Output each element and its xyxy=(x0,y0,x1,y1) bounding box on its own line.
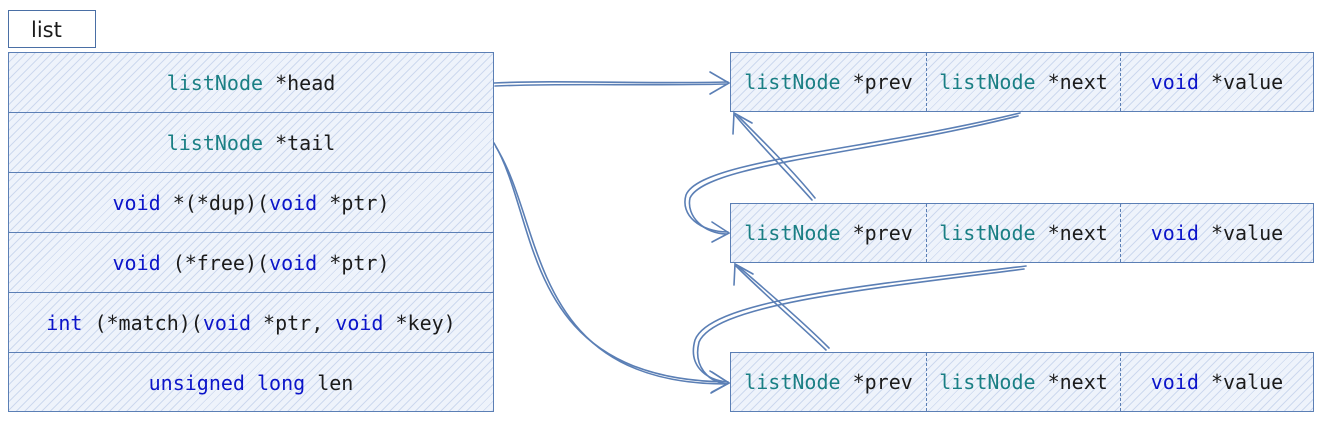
prev-pointer-arrow xyxy=(738,266,830,349)
head-arrowhead xyxy=(709,71,731,95)
node-prev-type: listNode xyxy=(744,70,841,94)
field-dup: void *(*dup)(void *ptr) xyxy=(9,173,493,233)
field-dup-part: void xyxy=(112,190,161,215)
node-prev-type: listNode xyxy=(744,370,841,394)
prev-arrowhead xyxy=(733,262,754,286)
node-value-type: void xyxy=(1150,370,1199,394)
field-head: listNode *head xyxy=(9,53,493,113)
node-prev-name: *prev xyxy=(840,70,913,94)
node-prev-type: listNode xyxy=(744,221,841,245)
node-value-name: *value xyxy=(1198,221,1284,245)
prev-pointer-arrow xyxy=(735,265,827,351)
node-next-cell: listNode *next xyxy=(927,353,1121,411)
node-prev-name: *prev xyxy=(840,370,913,394)
node-next-name: *next xyxy=(1035,221,1108,245)
node-value-type: void xyxy=(1150,70,1199,94)
field-len: unsigned long len xyxy=(9,353,493,413)
field-match-part: (*match)( xyxy=(82,310,203,335)
field-free-part: void xyxy=(269,250,318,275)
node-next-cell: listNode *next xyxy=(927,204,1121,262)
node-next-type: listNode xyxy=(939,221,1036,245)
prev-arrowhead xyxy=(732,111,753,135)
list-struct: listNode *head listNode *tail void *(*du… xyxy=(8,52,494,412)
node-next-type: listNode xyxy=(939,70,1036,94)
head-pointer-arrow xyxy=(494,83,728,87)
node-prev-cell: listNode *prev xyxy=(731,353,927,411)
field-match-part: *key) xyxy=(383,310,456,335)
node-next-cell: listNode *next xyxy=(927,53,1121,111)
next-arrowhead xyxy=(711,371,731,393)
field-match-part: void xyxy=(202,310,251,335)
field-free-part: (*free)( xyxy=(160,250,270,275)
node-next-type: listNode xyxy=(939,370,1036,394)
node-value-cell: void *value xyxy=(1121,353,1313,411)
tail-arrowhead xyxy=(709,370,731,394)
node-prev-cell: listNode *prev xyxy=(731,204,927,262)
node-value-cell: void *value xyxy=(1121,53,1313,111)
field-head-type: listNode xyxy=(166,70,264,95)
field-match-part: int xyxy=(46,310,83,335)
node-value-type: void xyxy=(1150,221,1199,245)
tail-pointer-arrow xyxy=(493,142,729,383)
list-node-1: listNode *prev listNode *next void *valu… xyxy=(730,52,1314,112)
field-match: int (*match)(void *ptr, void *key) xyxy=(9,293,493,353)
node-value-name: *value xyxy=(1198,70,1284,94)
field-head-name: *head xyxy=(263,70,336,95)
node-value-cell: void *value xyxy=(1121,204,1313,262)
field-len-name: len xyxy=(305,371,354,395)
field-free-part: *ptr) xyxy=(317,250,390,275)
field-len-type: unsigned long xyxy=(148,371,306,395)
head-pointer-arrow xyxy=(493,81,729,84)
field-tail-name: *tail xyxy=(263,130,336,155)
field-dup-part: *(*dup)( xyxy=(160,190,270,215)
node-prev-name: *prev xyxy=(840,221,913,245)
field-match-part: *ptr, xyxy=(251,310,336,335)
field-tail-type: listNode xyxy=(166,130,264,155)
prev-pointer-arrow xyxy=(734,114,813,201)
prev-pointer-arrow xyxy=(737,115,816,199)
field-tail: listNode *tail xyxy=(9,113,493,173)
next-arrowhead xyxy=(711,221,731,243)
list-node-2: listNode *prev listNode *next void *valu… xyxy=(730,203,1314,263)
node-value-name: *value xyxy=(1198,370,1284,394)
list-node-3: listNode *prev listNode *next void *valu… xyxy=(730,352,1314,412)
field-dup-part: void xyxy=(269,190,318,215)
tail-pointer-arrow xyxy=(495,146,728,385)
list-struct-label: list xyxy=(8,10,96,48)
field-match-part: void xyxy=(335,310,384,335)
node-next-name: *next xyxy=(1035,370,1108,394)
field-dup-part: *ptr) xyxy=(317,190,390,215)
node-next-name: *next xyxy=(1035,70,1108,94)
field-free: void (*free)(void *ptr) xyxy=(9,233,493,293)
field-free-part: void xyxy=(112,250,161,275)
node-prev-cell: listNode *prev xyxy=(731,53,927,111)
